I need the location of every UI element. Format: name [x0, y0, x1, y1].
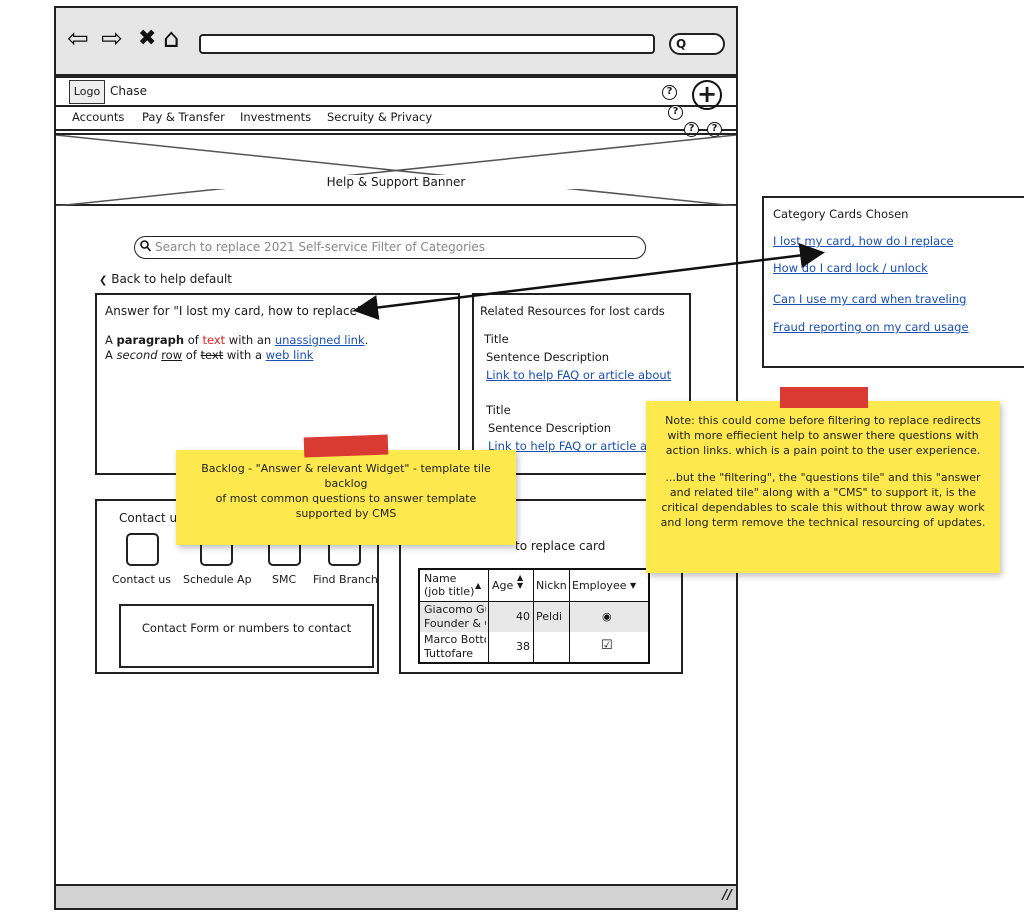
unassigned-link[interactable]: unassigned link: [274, 333, 365, 347]
checkbox-checked-icon[interactable]: ☑: [601, 638, 613, 653]
contact-form[interactable]: Contact Form or numbers to contact: [119, 604, 374, 668]
sticky-note-planning: Note: this could come before filtering t…: [646, 401, 1000, 573]
column-header-nickname[interactable]: Nickn: [536, 579, 567, 592]
site-header: [56, 76, 736, 107]
smc-label: SMC: [272, 573, 297, 586]
search-icon: [140, 240, 152, 255]
contact-us-button[interactable]: [126, 533, 159, 566]
sort-asc-icon[interactable]: ▲: [475, 581, 482, 590]
back-to-help-link[interactable]: ❮ Back to help default: [99, 272, 232, 286]
cell-nickname: Peldi: [536, 610, 563, 623]
column-header-employee[interactable]: Employee: [572, 579, 627, 592]
grid-header: [420, 570, 648, 602]
sticky-tape: [780, 387, 868, 408]
close-x-icon[interactable]: ✖: [138, 26, 157, 51]
help-icon[interactable]: ?: [668, 105, 683, 120]
cell-age: 38: [516, 640, 530, 653]
related-item-desc: Sentence Description: [486, 350, 610, 364]
related-item: Title Sentence Description Link to help …: [484, 330, 671, 384]
add-icon[interactable]: +: [692, 80, 722, 110]
schedule-label: Schedule Ap: [183, 573, 252, 586]
back-arrow-icon[interactable]: ⇦: [67, 24, 89, 54]
related-item-title: Title: [486, 403, 511, 417]
image-placeholder-icon: [56, 135, 736, 206]
menu-item-pay-transfer[interactable]: Pay & Transfer: [142, 110, 225, 124]
url-bar[interactable]: [199, 34, 655, 54]
radio-selected-icon[interactable]: ◉: [602, 610, 612, 623]
menu-item-accounts[interactable]: Accounts: [72, 110, 125, 124]
sort-both-icon[interactable]: ▲▼: [517, 573, 524, 590]
dropdown-icon[interactable]: ▼: [630, 581, 637, 590]
related-item-title: Title: [484, 332, 509, 346]
logo[interactable]: Logo: [69, 80, 105, 104]
help-banner: Help & Support Banner: [56, 133, 736, 206]
search-icon: Q: [676, 37, 687, 51]
data-grid[interactable]: Name (job title) ▲ Age ▲▼ Nickn Employee…: [418, 568, 650, 664]
related-item-desc: Sentence Description: [488, 421, 612, 435]
find-branch-label: Find Branch: [313, 573, 378, 586]
browser-status-bar: //: [54, 884, 738, 910]
table-widget-panel: [399, 499, 683, 674]
answer-body: A paragraph of text with an unassigned l…: [105, 333, 368, 363]
cell-name: Marco Botto Tuttofare: [424, 633, 486, 660]
cell-age: 40: [516, 610, 530, 623]
contact-us-label: Contact us: [112, 573, 171, 586]
related-item: Title Sentence Description Link to help …: [486, 401, 673, 455]
category-panel-title: Category Cards Chosen: [773, 207, 909, 221]
related-item-link[interactable]: Link to help FAQ or article about: [486, 368, 672, 382]
resize-handle-icon[interactable]: //: [722, 888, 733, 903]
home-icon[interactable]: ⌂: [163, 24, 180, 54]
sticky-note-backlog: Backlog - "Answer & relevant Widget" - t…: [176, 450, 516, 545]
web-link[interactable]: web link: [265, 348, 314, 362]
related-item-link[interactable]: Link to help FAQ or article about: [488, 439, 674, 453]
category-cards-panel: Category Cards Chosen I lost my card, ho…: [762, 196, 1024, 368]
menu-item-investments[interactable]: Investments: [240, 110, 312, 124]
answer-title: Answer for "I lost my card, how to repla…: [105, 304, 363, 318]
category-link[interactable]: Fraud reporting on my card usage: [773, 320, 969, 334]
column-header-age[interactable]: Age: [492, 579, 514, 592]
answer-paragraph-1: A paragraph of text with an unassigned l…: [105, 333, 369, 347]
sticky-tape: [303, 434, 389, 458]
table-widget-title: to replace card: [515, 539, 606, 553]
answer-paragraph-2: A second row of text with a web link: [105, 348, 314, 362]
column-header-name[interactable]: Name (job title): [424, 572, 475, 598]
forward-arrow-icon[interactable]: ⇨: [101, 24, 123, 54]
chevron-left-icon: ❮: [99, 275, 108, 286]
cell-name: Giacomo Gu Founder & C: [424, 603, 486, 630]
contact-title: Contact us: [119, 511, 184, 525]
menu-item-security-privacy[interactable]: Secruity & Privacy: [327, 110, 433, 124]
brand-name: Chase: [110, 84, 147, 98]
main-menu: [56, 107, 736, 131]
banner-label: Help & Support Banner: [56, 175, 736, 189]
help-icon[interactable]: ?: [662, 85, 677, 100]
back-link-label: Back to help default: [111, 272, 233, 286]
browser-search-field[interactable]: Q: [669, 33, 725, 55]
answer-panel: Answer for "I lost my card, how to repla…: [95, 293, 460, 475]
table-row[interactable]: [420, 602, 648, 632]
